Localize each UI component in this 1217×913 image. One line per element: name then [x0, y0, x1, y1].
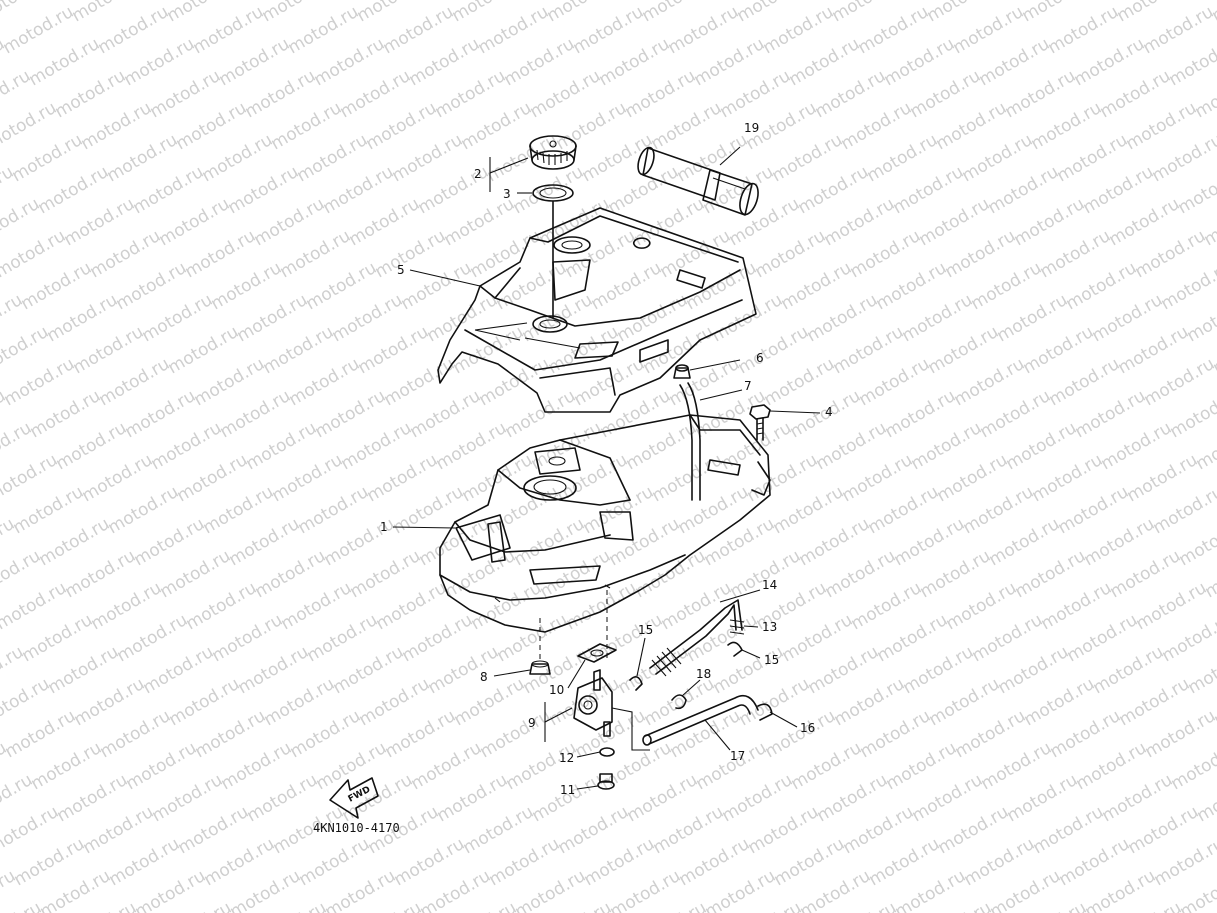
- part-6-grommet: [673, 364, 691, 379]
- callout-9: 9: [528, 716, 536, 730]
- callout-11: 11: [560, 783, 575, 797]
- part-2-fuel-cap: [529, 135, 577, 170]
- part-11-screw: [597, 773, 615, 790]
- callout-7: 7: [744, 379, 752, 393]
- part-13-spring: [651, 619, 745, 677]
- callout-12: 12: [559, 751, 574, 765]
- callout-10: 10: [549, 683, 564, 697]
- part-15-clip-a: [629, 676, 643, 691]
- part-17-pipe: [642, 694, 759, 746]
- callout-16: 16: [800, 721, 815, 735]
- part-15-clip-b: [727, 641, 743, 657]
- callout-3: 3: [503, 187, 511, 201]
- part-8-nut: [529, 660, 551, 675]
- part-9-fuel-cock: [573, 669, 613, 737]
- drawing-code: 4KN1010-4170: [313, 821, 400, 835]
- part-10-gasket: [577, 643, 617, 663]
- callout-2: 2: [474, 167, 482, 181]
- callout-8: 8: [480, 670, 488, 684]
- callout-15b: 15: [764, 653, 779, 667]
- callout-18: 18: [696, 667, 711, 681]
- watermark-text: motod.ru: [0, 898, 45, 913]
- part-18-clip: [671, 694, 687, 710]
- callout-19: 19: [744, 121, 759, 135]
- callout-14: 14: [762, 578, 777, 592]
- part-4-bolt: [749, 404, 771, 441]
- part-1-fuel-tank: [439, 414, 771, 633]
- callout-13: 13: [762, 620, 777, 634]
- callout-5: 5: [397, 263, 405, 277]
- callout-15a: 15: [638, 623, 653, 637]
- part-16-clamp: [757, 703, 773, 721]
- callouts: 2 3 5 19 6 7 4 1 8 10 9 12 11 15 14 13 1…: [380, 121, 833, 797]
- watermark-text: motod.ru: [1209, 0, 1217, 26]
- callout-1: 1: [380, 520, 388, 534]
- part-5-cover: [437, 207, 757, 413]
- part-12-washer: [599, 747, 615, 757]
- part-14-hose: [649, 599, 743, 675]
- callout-4: 4: [825, 405, 833, 419]
- callout-6: 6: [756, 351, 764, 365]
- part-19-filter: [637, 146, 759, 216]
- part-7-tube: [679, 382, 701, 501]
- leader-lines: [392, 146, 821, 790]
- callout-17: 17: [730, 749, 745, 763]
